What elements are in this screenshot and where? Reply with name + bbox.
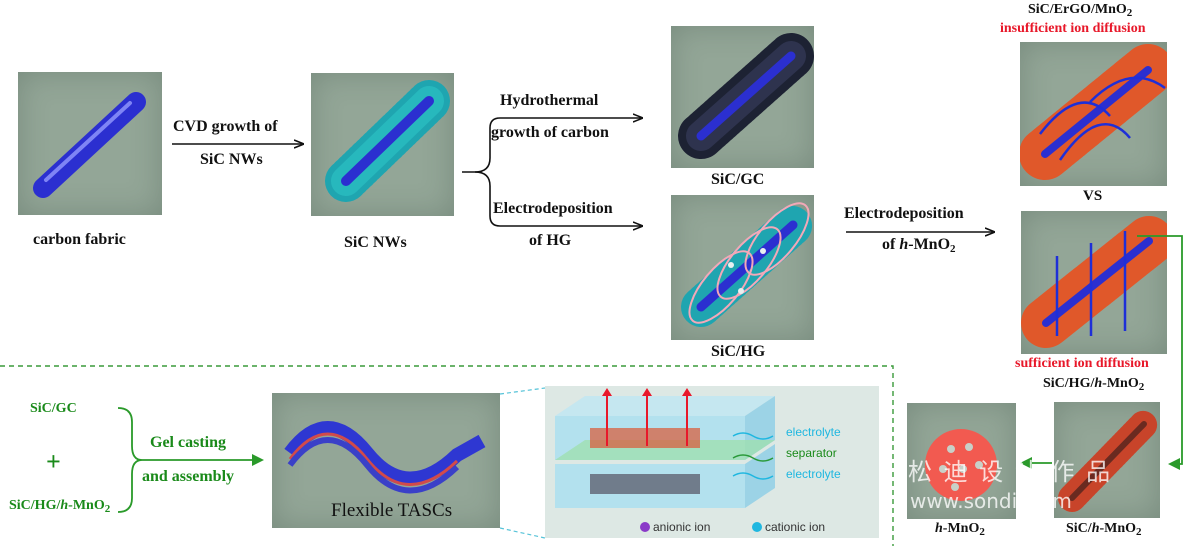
supercapacitor-zoom-panel xyxy=(545,386,879,538)
cationic-ion-label: cationic ion xyxy=(765,520,826,534)
electro2-line2-label: of h-MnO2 xyxy=(882,236,956,255)
watermark-url: www.sondii.com xyxy=(910,489,1072,513)
vs-label: VS xyxy=(1083,188,1103,204)
sic-hg-h-mno2-green-label: SiC/HG/h-MnO2 xyxy=(9,498,111,515)
hydro-line1-label: Hydrothermal xyxy=(500,92,599,109)
insufficient-ion-diffusion-label: insufficient ion diffusion xyxy=(1000,21,1146,36)
mno2-sphere-icon xyxy=(925,429,997,501)
mno2-fiber-icon xyxy=(1020,44,1167,180)
sic-hg-image xyxy=(671,195,814,340)
cvd-line2-label: SiC NWs xyxy=(200,151,263,168)
supercapacitor-stack-icon xyxy=(555,388,775,532)
electro-line2-label: of HG xyxy=(529,232,572,249)
device-ribbon-icon xyxy=(284,421,486,494)
sic-h-mno2-image xyxy=(1054,402,1160,518)
electro-line1-label: Electrodeposition xyxy=(493,200,613,217)
sic-gc-image xyxy=(671,26,814,168)
hydro-line2-label: growth of carbon xyxy=(491,124,609,141)
gel-line1-label: Gel casting xyxy=(150,434,226,451)
h-mno2-image xyxy=(907,403,1016,519)
sic-hg-h-mno2-image xyxy=(1021,211,1167,354)
cvd-line1-label: CVD growth of xyxy=(173,118,278,135)
electrolyte-bottom-label: electrolyte xyxy=(786,467,841,481)
gel-line2-label: and assembly xyxy=(142,468,235,485)
watermark-cn: 松 迪 设 计 作 品 xyxy=(908,458,1113,486)
separator-label: separator xyxy=(786,446,837,460)
graphene-coated-fiber-icon xyxy=(678,33,814,159)
sic-gc-label: SiC/GC xyxy=(711,171,765,188)
sic-h-mno2-label: SiC/h-MnO2 xyxy=(1066,521,1142,538)
sic-hg-label: SiC/HG xyxy=(711,343,766,360)
sic-gc-green-label: SiC/GC xyxy=(30,401,77,416)
carbon-fiber-icon xyxy=(33,92,146,198)
sic-nws-image xyxy=(311,73,454,216)
sic-nws-label: SiC NWs xyxy=(344,234,407,251)
electrolyte-top-label: electrolyte xyxy=(786,425,841,439)
anionic-ion-label: anionic ion xyxy=(653,520,711,534)
sufficient-ion-diffusion-label: sufficient ion diffusion xyxy=(1015,356,1149,371)
carbon-fabric-label: carbon fabric xyxy=(33,231,126,248)
nanowire-fiber-icon xyxy=(325,80,450,202)
plus-sign: + xyxy=(46,447,61,476)
sic-ergo-mno2-image xyxy=(1020,42,1167,186)
h-mno2-label: h-MnO2 xyxy=(935,521,985,538)
sic-ergo-mno2-label: SiC/ErGO/MnO2 xyxy=(1028,2,1133,19)
flexible-tascs-image xyxy=(272,393,500,528)
hydrogel-fiber-icon xyxy=(681,202,813,327)
electro2-line1-label: Electrodeposition xyxy=(844,205,964,222)
mno2-hydrogel-fiber-icon xyxy=(1021,216,1167,348)
carbon-fabric-image xyxy=(18,72,162,215)
flexible-tascs-label: Flexible TASCs xyxy=(331,500,453,521)
sic-hg-h-mno2-label: SiC/HG/h-MnO2 xyxy=(1043,376,1145,393)
mno2-fiber-icon xyxy=(1058,410,1158,512)
